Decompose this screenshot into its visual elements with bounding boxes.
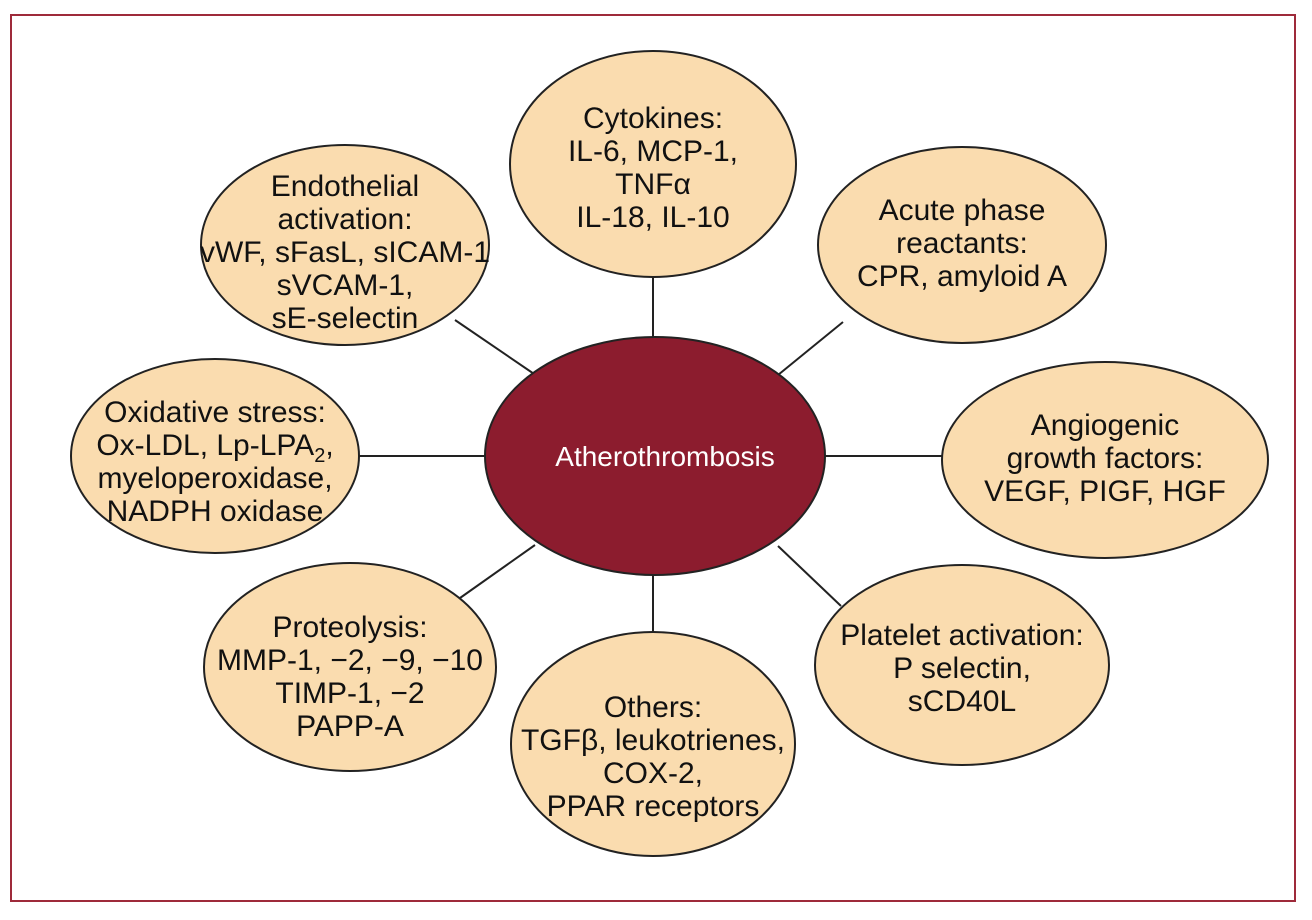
connector-platelet: [777, 545, 842, 607]
node-label-line: Proteolysis:: [272, 611, 427, 644]
node-label-line: vWF, sFasL, sICAM-1: [200, 236, 490, 269]
connectors: [359, 277, 942, 632]
connector-endothelial: [454, 319, 541, 379]
diagram-frame: [10, 14, 1296, 902]
node-ellipse-acute-phase: [817, 146, 1107, 344]
node-label-line: reactants:: [896, 227, 1028, 260]
node-ellipse-proteolysis: [203, 562, 497, 772]
node-label-line: Ox-LDL, Lp-LPA2,: [96, 429, 333, 467]
subscript: 2: [314, 445, 325, 467]
node-label-line: TIMP-1, −2: [275, 677, 424, 710]
node-label-line: Angiogenic: [1031, 409, 1179, 442]
node-label-line: Cytokines:: [583, 102, 723, 135]
node-others: Others:TGFβ, leukotrienes,COX-2,PPAR rec…: [510, 631, 796, 857]
node-label-line: activation:: [277, 203, 412, 236]
node-label-line: PAPP-A: [296, 710, 404, 743]
connector-acute-phase: [777, 321, 844, 376]
node-label-line: sE-selectin: [272, 302, 419, 335]
connector-proteolysis: [459, 544, 536, 599]
node-label-line: growth factors:: [1007, 442, 1204, 475]
node-label-line: myeloperoxidase,: [97, 462, 332, 495]
node-label-line: Acute phase: [879, 194, 1046, 227]
center-node: Atherothrombosis: [484, 336, 826, 576]
center-ellipse: [484, 336, 826, 576]
node-label-line: IL-6, MCP-1,: [568, 135, 738, 168]
node-ellipse-others: [510, 631, 796, 857]
node-label-line: Endothelial: [271, 170, 419, 203]
node-ellipse-oxidative: [70, 358, 360, 554]
node-label-line: P selectin,: [893, 652, 1031, 685]
node-label-line: sCD40L: [908, 685, 1016, 718]
node-label-line: IL-18, IL-10: [576, 201, 729, 234]
node-oxidative: Oxidative stress:Ox-LDL, Lp-LPA2,myelope…: [70, 358, 360, 554]
node-label-line: sVCAM-1,: [277, 269, 414, 302]
node-label-line: TNFα: [615, 168, 691, 201]
node-label-line: CPR, amyloid A: [857, 260, 1067, 293]
node-ellipse-angiogenic: [941, 361, 1269, 559]
node-label-line: Oxidative stress:: [104, 396, 326, 429]
node-label-line: NADPH oxidase: [107, 495, 324, 528]
node-label-line: MMP-1, −2, −9, −10: [217, 644, 483, 677]
node-ellipse-cytokines: [509, 50, 797, 278]
node-ellipse-endothelial: [200, 144, 490, 346]
node-label-line: PPAR receptors: [547, 790, 760, 823]
node-label-line: TGFβ, leukotrienes,: [521, 724, 785, 757]
center-label: Atherothrombosis: [555, 441, 774, 472]
node-label-line: Others:: [604, 691, 702, 724]
node-label-line: VEGF, PIGF, HGF: [984, 475, 1226, 508]
node-label-line: COX-2,: [603, 757, 703, 790]
node-label-line: Platelet activation:: [840, 619, 1083, 652]
node-platelet: Platelet activation:P selectin,sCD40L: [814, 564, 1110, 766]
node-ellipse-platelet: [814, 564, 1110, 766]
